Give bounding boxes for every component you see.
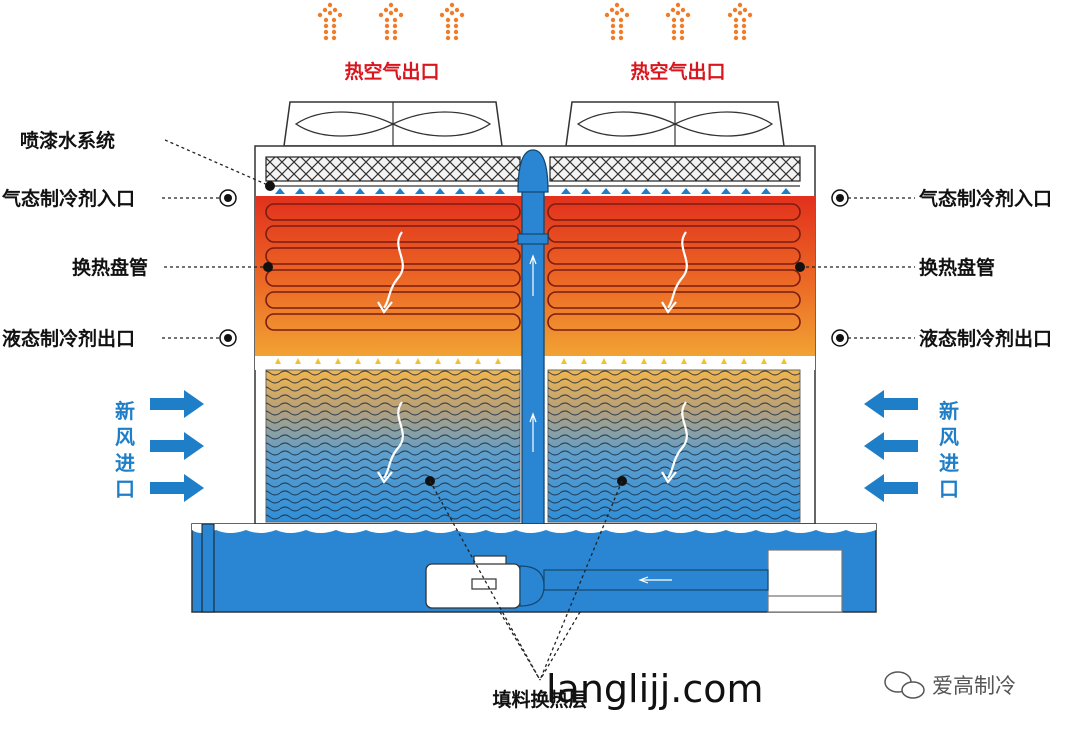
svg-text:新: 新 xyxy=(939,399,959,423)
fan-left xyxy=(283,101,503,147)
arrow-right-icon xyxy=(150,432,204,460)
wechat-icon xyxy=(884,671,925,699)
fan-right xyxy=(565,101,785,147)
distribution-head xyxy=(517,149,549,193)
fresh-air-arrows-right xyxy=(864,390,918,502)
hot-air-arrows xyxy=(317,2,753,41)
arrow-left-icon xyxy=(864,390,918,418)
curved-arrow-icon xyxy=(667,401,688,479)
fan-blade-icon xyxy=(576,111,774,137)
coil-marker-left xyxy=(263,262,273,272)
hot-air-outlet-label-left: 热空气出口 xyxy=(344,60,439,83)
hot-air-arrow-icon xyxy=(604,2,630,41)
spray-system-marker xyxy=(265,181,275,191)
hot-air-outlet-label-right: 热空气出口 xyxy=(630,60,725,83)
hot-air-arrow-icon xyxy=(727,2,753,41)
arrow-right-icon xyxy=(150,390,204,418)
spray-system-label: 喷漆水系统 xyxy=(20,129,115,152)
fill-layer-label: 填料换热层 xyxy=(492,688,587,711)
svg-text:新: 新 xyxy=(115,399,135,423)
spray-nozzles xyxy=(275,188,791,194)
hot-air-arrow-icon xyxy=(665,2,691,41)
svg-text:进: 进 xyxy=(115,451,135,475)
water-drops xyxy=(275,358,787,364)
fresh-air-arrows-left xyxy=(150,390,204,502)
curved-arrow-icon xyxy=(383,401,404,479)
svg-text:风: 风 xyxy=(939,425,959,449)
arrow-left-icon xyxy=(864,432,918,460)
gas-inlet-label-left: 气态制冷剂入口 xyxy=(1,187,135,210)
coil-marker-right xyxy=(795,262,805,272)
liquid-outlet-label-right: 液态制冷剂出口 xyxy=(919,327,1052,350)
internal-airflow-arrows xyxy=(377,231,688,484)
svg-text:风: 风 xyxy=(115,425,135,449)
fan-blade-icon xyxy=(294,111,492,137)
coil-label-right: 换热盘管 xyxy=(919,256,995,279)
arrow-left-icon xyxy=(864,474,918,502)
svg-text:进: 进 xyxy=(939,451,959,475)
curved-arrow-icon xyxy=(383,231,404,309)
gas-inlet-label-right: 气态制冷剂入口 xyxy=(918,187,1052,210)
coil-tubes-left xyxy=(265,203,521,331)
svg-text:口: 口 xyxy=(939,477,959,501)
pump xyxy=(425,555,545,609)
hot-air-arrow-icon xyxy=(378,2,404,41)
filter-box xyxy=(767,549,843,613)
fresh-air-label-right: 新 风 进 口 xyxy=(939,399,959,501)
arrow-right-icon xyxy=(150,474,204,502)
fresh-air-label-left: 新 风 进 口 xyxy=(115,399,135,501)
curved-arrow-icon xyxy=(667,231,688,309)
hot-air-arrow-icon xyxy=(439,2,465,41)
watermark-text: langlijj.com xyxy=(546,667,764,711)
brand-name: 爱高制冷 xyxy=(932,674,1016,698)
drift-eliminator-right xyxy=(549,156,801,182)
riser-pipe xyxy=(521,189,545,571)
drift-eliminator-left xyxy=(265,156,521,182)
svg-text:口: 口 xyxy=(115,477,135,501)
coil-label-left: 换热盘管 xyxy=(72,256,148,279)
liquid-outlet-label-left: 液态制冷剂出口 xyxy=(2,327,135,350)
brand-logo: 爱高制冷 xyxy=(884,671,1016,699)
hot-air-arrow-icon xyxy=(317,2,343,41)
